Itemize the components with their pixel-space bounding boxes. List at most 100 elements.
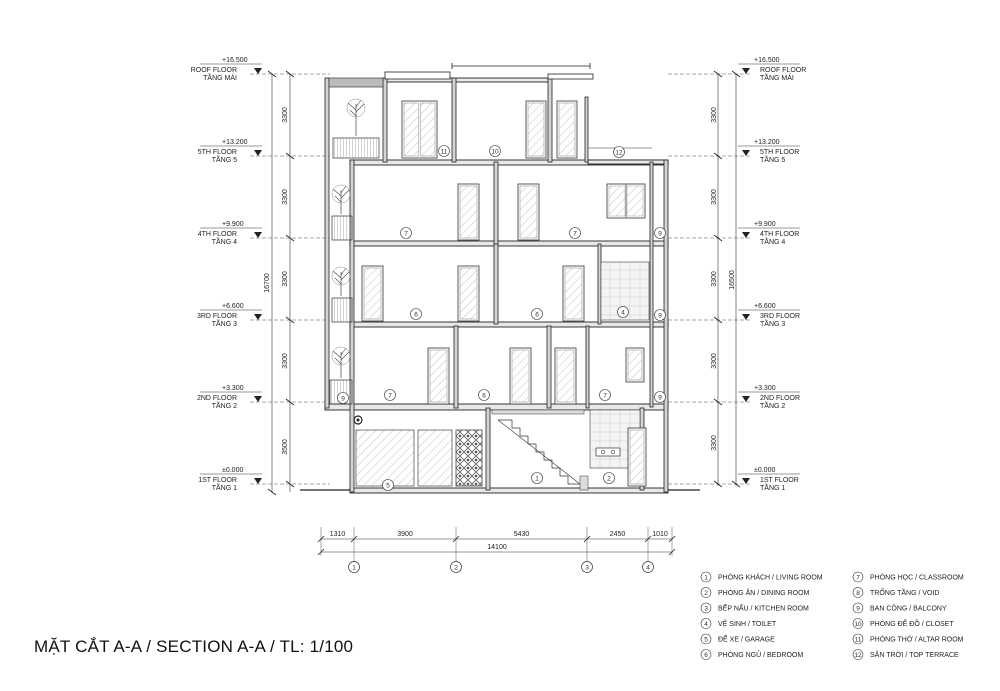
dim-tick: [668, 548, 676, 556]
legend-number: 9: [856, 605, 860, 612]
legend-bubble: [700, 618, 712, 629]
grid-axis-bubble: [348, 561, 360, 573]
doors-and-windows: [361, 100, 652, 487]
dim-tick: [267, 488, 277, 496]
tree-branches: [347, 99, 365, 117]
room-tag-label: 7: [388, 392, 392, 399]
tree-branches: [332, 267, 350, 285]
level-value-left: ±0.000: [222, 467, 243, 474]
legend-bubble: [852, 571, 864, 583]
dim-right-floor: 3300: [711, 353, 718, 369]
door-panel: [429, 349, 448, 403]
level-value-left: +13.200: [222, 139, 248, 146]
level-name-left: 4TH FLOOR: [198, 231, 237, 238]
room-tag-label: 6: [535, 311, 539, 318]
dim-tick: [713, 480, 723, 488]
room-tag-label: 9: [341, 395, 345, 402]
door-panel: [556, 349, 575, 403]
level-name-left: 5TH FLOOR: [198, 149, 237, 156]
dim-tick: [285, 398, 295, 406]
legend-number: 6: [704, 652, 708, 659]
door-leaf: [403, 102, 419, 157]
dim-tick: [713, 152, 723, 160]
room-tag-label: 7: [603, 392, 607, 399]
dim-right-floor: 3300: [711, 107, 718, 123]
level-name-right: 4TH FLOOR: [760, 231, 799, 238]
level-vn-right: TẦNG 3: [760, 318, 785, 328]
legend-text: SÂN TRỜI / TOP TERRACE: [870, 650, 959, 659]
room-tag-bubble: [337, 392, 349, 404]
level-value-left: +3.300: [222, 385, 244, 392]
tree-branches: [332, 185, 350, 203]
grid-axis-bubble: [642, 561, 654, 573]
room-tag-label: 1: [535, 475, 539, 482]
room-tag-bubble: [384, 389, 396, 401]
dim-tick: [713, 398, 723, 406]
level-value-left: +9.900: [222, 221, 244, 228]
legend-text: ĐỂ XE / GARAGE: [718, 635, 775, 644]
legend-text: PHÒNG KHÁCH / LIVING ROOM: [718, 573, 823, 582]
dim-tick: [267, 70, 277, 78]
door-panel: [511, 349, 530, 403]
room-tag-label: 9: [658, 394, 662, 401]
dim-tick: [731, 70, 741, 78]
legend-text: PHÒNG ĐỂ ĐỒ / CLOSET: [870, 618, 954, 628]
level-name-right: 2ND FLOOR: [760, 395, 800, 402]
dim-tick: [452, 535, 460, 543]
level-arrow-right: [742, 478, 750, 484]
dim-bottom-span: 5430: [514, 531, 530, 538]
room-tag-bubble: [382, 479, 394, 491]
level-vn-right: TẦNG MÁI: [760, 72, 794, 82]
room-tag-label: 2: [607, 475, 611, 482]
legend-number: 10: [854, 621, 862, 628]
legend-bubble: [700, 587, 712, 598]
dim-tick: [668, 535, 676, 543]
level-value-left: +16.500: [222, 57, 248, 64]
dim-tick: [285, 234, 295, 242]
room-tag-label: 7: [573, 230, 577, 237]
level-name-right: 5TH FLOOR: [760, 149, 799, 156]
staircase: [491, 409, 589, 491]
room-tag-label: 11: [441, 148, 448, 155]
room-tag-bubble: [410, 308, 422, 320]
level-arrow-left: [254, 314, 262, 320]
dim-tick: [285, 152, 295, 160]
dim-bottom-span: 3900: [397, 531, 413, 538]
dim-tick: [350, 535, 358, 543]
dim-right-floor: 3300: [711, 189, 718, 205]
room-tag-label: 9: [658, 312, 662, 319]
room-tag-label: 12: [615, 149, 623, 156]
dim-bottom-span: 1010: [652, 531, 668, 538]
dim-tick: [713, 234, 723, 242]
dim-tick: [285, 316, 295, 324]
level-name-left: ROOF FLOOR: [191, 67, 237, 74]
door-panel: [564, 267, 583, 320]
tree-crown: [331, 266, 351, 286]
door-panel: [629, 429, 645, 485]
level-arrow-left: [254, 232, 262, 238]
level-arrow-right: [742, 232, 750, 238]
legend-bubble: [852, 633, 864, 645]
tree-branches: [332, 347, 350, 365]
room-tag-label: 4: [621, 309, 625, 316]
level-arrow-left: [254, 396, 262, 402]
level-vn-left: TẦNG 3: [212, 318, 237, 328]
legend-number: 11: [855, 636, 862, 643]
legend-bubble: [700, 602, 712, 614]
level-vn-right: TẦNG 1: [760, 482, 785, 492]
dim-tick: [713, 316, 723, 324]
legend-text: BẾP NẤU / KITCHEN ROOM: [718, 603, 809, 613]
grid-axis-label: 4: [646, 565, 650, 572]
room-tag-bubble: [400, 227, 412, 239]
legend-bubble: [852, 602, 864, 614]
door-panel: [459, 185, 478, 239]
room-tag-bubble: [654, 227, 666, 239]
level-arrow-left: [254, 68, 262, 74]
legend-number: 8: [856, 590, 860, 597]
legend-number: 5: [704, 636, 708, 643]
level-vn-right: TẦNG 4: [760, 236, 785, 246]
door-leaf: [420, 102, 436, 157]
level-name-left: 1ST FLOOR: [198, 477, 237, 484]
